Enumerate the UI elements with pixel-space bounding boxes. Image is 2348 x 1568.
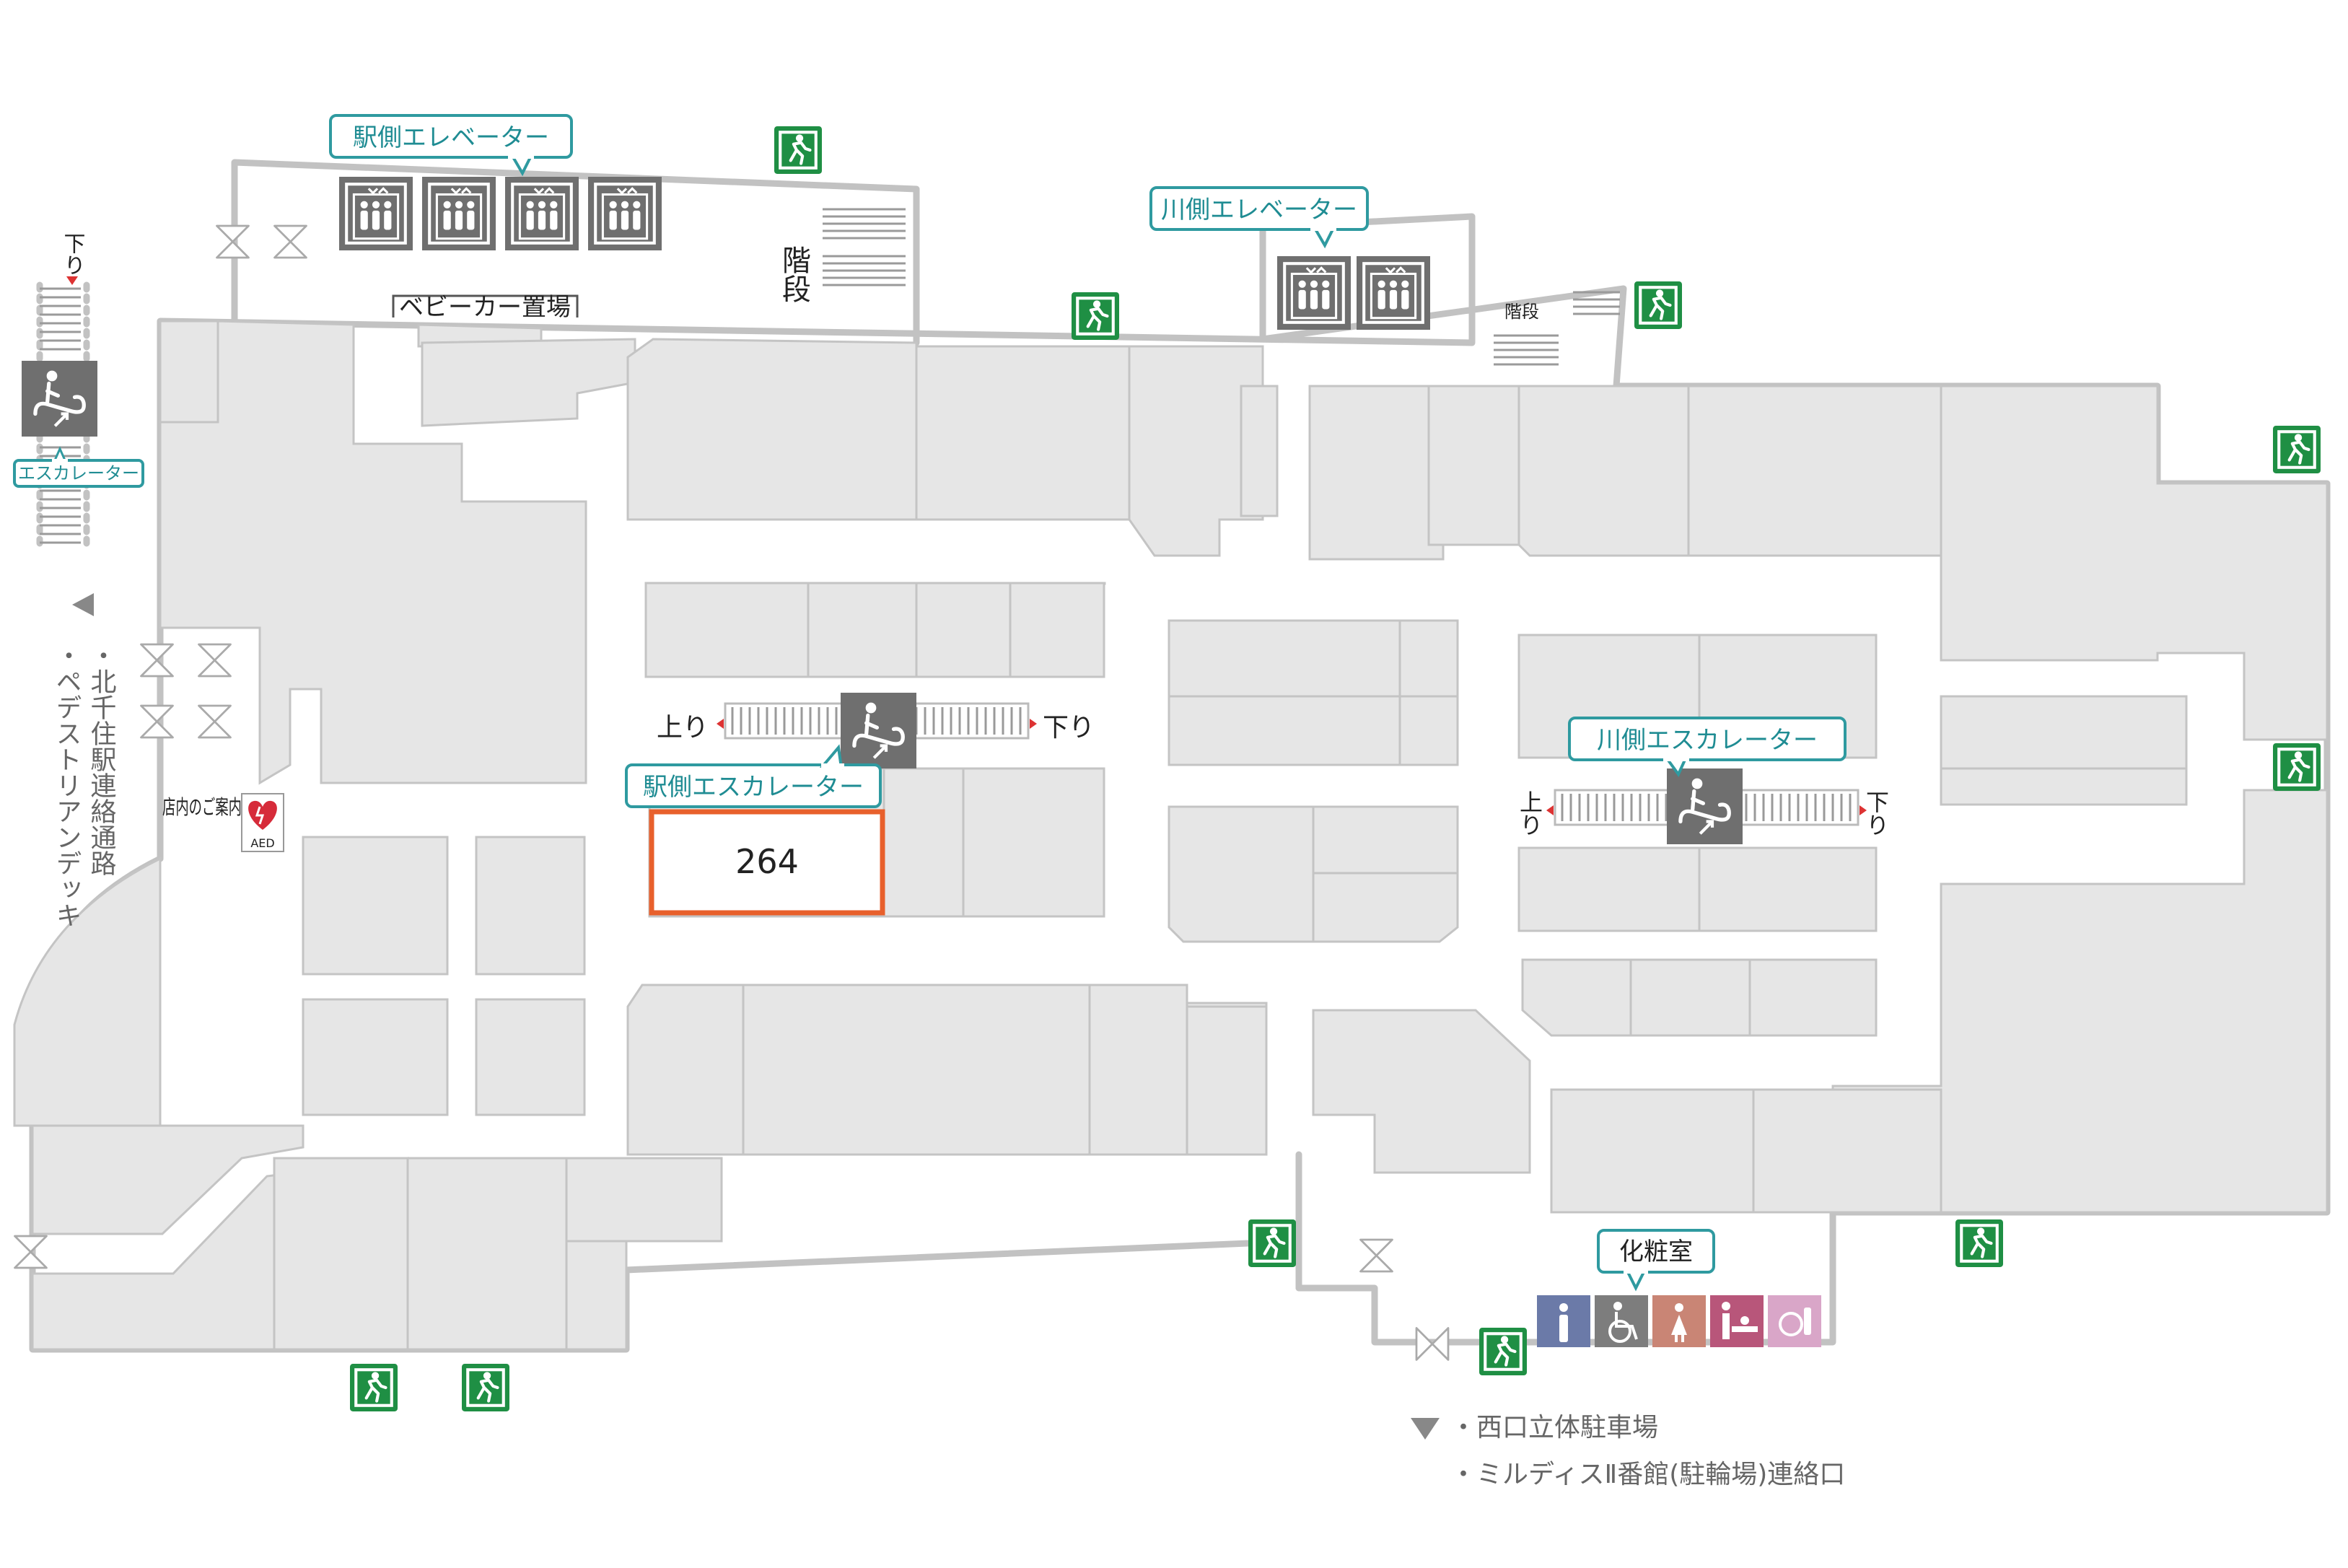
accessible-restroom-icon: [1595, 1295, 1648, 1347]
aed-label: AED: [250, 836, 274, 850]
shops-center: [626, 338, 1459, 1156]
door-icon: [1359, 1238, 1393, 1273]
escalator-up-label: 上り: [657, 713, 709, 743]
emergency-exit-icon: [2273, 426, 2321, 473]
emergency-exit-icon: [2273, 743, 2321, 791]
escalator-icon[interactable]: [841, 693, 916, 768]
door-icon: [198, 704, 232, 739]
callout-left-escalator: エスカレーター: [13, 446, 144, 488]
elevator-icon[interactable]: [339, 177, 413, 250]
emergency-exit-icon: [1634, 281, 1682, 329]
emergency-exit-icon: [350, 1364, 398, 1411]
door-icon: [216, 224, 250, 259]
men-restroom-icon: [1537, 1295, 1590, 1347]
escalator-icon[interactable]: [1667, 768, 1743, 844]
callout-label: エスカレーター: [18, 463, 139, 483]
emergency-exit-icon: [462, 1364, 509, 1411]
stairs-main: [823, 208, 906, 286]
pedestrian-deck-text: ・ペデストリアンデッキ: [52, 642, 82, 928]
river-escalator-down-label: 下り: [1862, 790, 1890, 836]
escalator-icon[interactable]: [22, 361, 97, 437]
shops-right: [1308, 385, 2329, 1214]
callout-label: 化粧室: [1619, 1238, 1693, 1266]
direction-arrow-icon: [1411, 1418, 1440, 1440]
door-icon: [140, 704, 174, 739]
elevator-icon[interactable]: [1357, 256, 1430, 330]
north-exit-direction: ・北千住駅連絡通路 ・ペデストリアンデッキ: [52, 593, 116, 928]
south-exit-direction: ・西口立体駐車場 ・ミルディスⅡ番館(駐輪場)連絡口: [1411, 1413, 1845, 1489]
north-route-text: ・北千住駅連絡通路: [87, 642, 116, 876]
callout-station-elevator: 駅側エレベーター: [329, 114, 573, 177]
door-icon: [198, 643, 232, 678]
escalator-down-label: 下り: [1043, 713, 1095, 743]
callout-label: 駅側エレベーター: [353, 123, 549, 152]
callout-river-elevator: 川側エレベーター: [1149, 186, 1369, 249]
stroller-text: ベビーカー置場: [399, 293, 571, 322]
elevator-icon[interactable]: [422, 177, 496, 250]
door-icon: [1415, 1327, 1450, 1361]
callout-label: 駅側エスカレーター: [643, 773, 864, 802]
callout-river-escalator: 川側エスカレーター: [1568, 717, 1847, 777]
shop-number: 264: [735, 842, 799, 881]
door-icon: [14, 1235, 48, 1269]
info-label-line: 店内のご案内: [162, 795, 242, 819]
info-counter: 店内のご案内 AED: [162, 793, 284, 852]
river-escalator-up-label: 上り: [1516, 790, 1543, 836]
elevator-icon[interactable]: [505, 177, 579, 250]
aed-heart-icon: [248, 800, 277, 830]
direction-arrow-icon: [72, 593, 94, 616]
escalator-track-left: [40, 287, 81, 544]
stroller-label: ベビーカー置場: [392, 293, 579, 322]
elevator-icon[interactable]: [1277, 256, 1351, 330]
emergency-exit-icon: [774, 126, 822, 174]
stairs-label: 階段: [777, 245, 810, 303]
stairs-main-bars: [823, 204, 909, 246]
highlighted-shop[interactable]: 264: [649, 809, 885, 916]
emergency-exit-icon: [1072, 292, 1119, 340]
emergency-exit-icon: [1955, 1219, 2003, 1267]
emergency-exit-icon: [1479, 1328, 1527, 1375]
door-icon: [140, 643, 174, 678]
elevator-icon[interactable]: [588, 177, 662, 250]
emergency-exit-icon: [1248, 1219, 1296, 1267]
shops-left: [13, 320, 723, 1351]
baby-care-icon: [1710, 1295, 1764, 1347]
callout-powder-room: 化粧室: [1597, 1229, 1715, 1292]
callout-label: 川側エレベーター: [1161, 196, 1357, 224]
callout-label: 川側エスカレーター: [1597, 726, 1818, 755]
stairs-label-right: 階段: [1504, 302, 1539, 322]
marui-link-text: ・ミルディスⅡ番館(駐輪場)連絡口: [1450, 1460, 1845, 1489]
restroom-icons: [1537, 1295, 1821, 1347]
door-icon: [273, 224, 307, 259]
stairs-right: [1494, 291, 1620, 366]
west-parking-text: ・西口立体駐車場: [1450, 1413, 1658, 1442]
women-restroom-icon: [1652, 1295, 1706, 1347]
powder-room-icon: [1768, 1295, 1821, 1347]
callout-station-escalator: 駅側エスカレーター: [625, 744, 882, 808]
escalator-down-label-left: 下り: [60, 232, 85, 276]
